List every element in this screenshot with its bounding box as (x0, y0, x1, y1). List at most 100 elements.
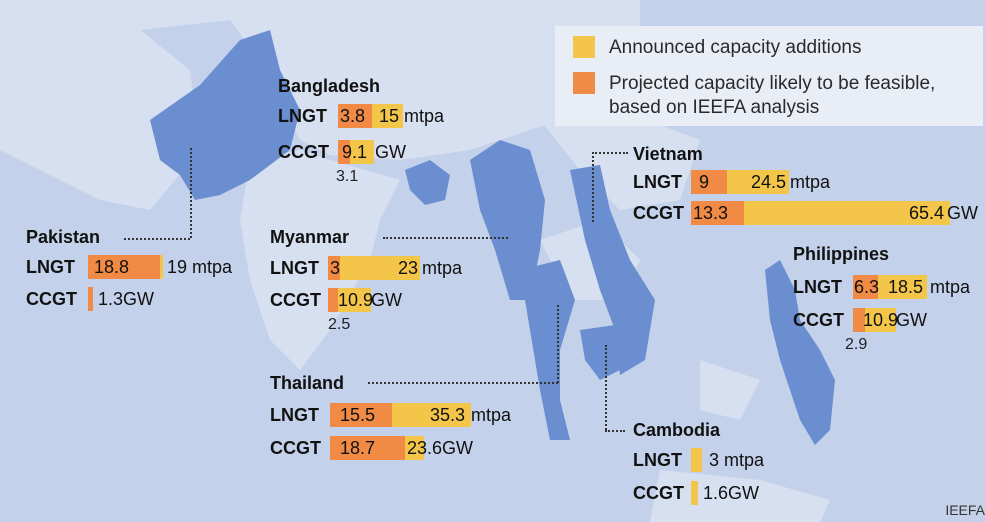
leader-thailand-horizontal (368, 382, 558, 384)
land-north (0, 0, 640, 160)
bangladesh-ccgt-label: CCGT (278, 142, 329, 162)
cambodia-ccgt-announced-bar (691, 481, 698, 505)
myanmar-ccgt-projected-bar (328, 288, 338, 312)
myanmar-lngt-announced-bar (328, 256, 420, 280)
thailand-ccgt-projected-value: 18.7 (340, 438, 376, 458)
bangladesh-ccgt-projected-bar (338, 140, 350, 164)
land-myanmar (470, 140, 545, 300)
country-name-bangladesh: Bangladesh (278, 76, 381, 96)
pakistan-lngt-label: LNGT (26, 257, 75, 277)
land-cambodia (580, 325, 620, 380)
pakistan-lngt-projected-value: 18.8 (94, 257, 130, 277)
land-thailand (520, 260, 575, 440)
bangladesh-lngt-label: LNGT (278, 106, 327, 126)
pakistan-lngt-announced-value: 19 mtpa (167, 257, 233, 277)
cambodia-ccgt-announced-value: 1.6GW (703, 483, 760, 503)
bangladesh-ccgt-unit: GW (375, 142, 406, 162)
vietnam-lngt-projected-value: 9 (699, 172, 710, 192)
philippines-ccgt-label: CCGT (793, 310, 844, 330)
myanmar-lngt-projected-bar (328, 256, 340, 280)
legend-swatch-projected (573, 72, 595, 94)
myanmar-lngt-unit: mtpa (422, 258, 463, 278)
source-credit: IEEFA (945, 502, 985, 518)
country-name-philippines: Philippines (793, 244, 890, 264)
philippines-ccgt-announced-value: 10.9 (863, 310, 899, 330)
philippines-lngt-label: LNGT (793, 277, 842, 297)
country-name-cambodia: Cambodia (633, 420, 721, 440)
land-china-south (540, 110, 700, 210)
philippines-ccgt-unit: GW (896, 310, 927, 330)
thailand-lngt-label: LNGT (270, 405, 319, 425)
myanmar-ccgt-label: CCGT (270, 290, 321, 310)
legend-item-projected: Projected capacity likely to be feasible… (573, 72, 979, 120)
legend: Announced capacity additions Projected c… (555, 26, 983, 126)
land-philippines (765, 260, 835, 445)
cambodia-lngt-announced-value: 3 mtpa (709, 450, 765, 470)
myanmar-lngt-projected-value: 3 (330, 258, 341, 278)
land-borneo (700, 360, 760, 420)
country-name-pakistan: Pakistan (26, 227, 101, 247)
legend-item-announced: Announced capacity additions (573, 36, 979, 60)
thailand-ccgt-unit: 6GW (432, 438, 474, 458)
myanmar-lngt-announced-value: 23 (398, 258, 419, 278)
cambodia-ccgt-label: CCGT (633, 483, 684, 503)
philippines-ccgt-projected-bar (853, 308, 865, 332)
thailand-lngt-unit: mtpa (471, 405, 512, 425)
legend-label-announced: Announced capacity additions (609, 37, 862, 58)
pakistan-ccgt-announced-value: 1.3GW (98, 289, 155, 309)
legend-label-projected: Projected capacity likely to be feasible… (609, 73, 936, 118)
thailand-ccgt-label: CCGT (270, 438, 321, 458)
pakistan-lngt-projected-bar (88, 255, 160, 279)
land-bangladesh (405, 160, 450, 205)
thailand-lngt-projected-bar (330, 403, 392, 427)
philippines-lngt-announced-value: 18.5 (888, 277, 924, 297)
country-name-vietnam: Vietnam (633, 144, 703, 164)
country-name-thailand: Thailand (270, 373, 345, 393)
thailand-lngt-announced-value: 35.3 (430, 405, 466, 425)
philippines-lngt-unit: mtpa (930, 277, 971, 297)
philippines-lngt-projected-value: 6.3 (854, 277, 880, 297)
bangladesh-lngt-projected-bar (338, 104, 372, 128)
land-west (0, 20, 200, 210)
vietnam-lngt-label: LNGT (633, 172, 682, 192)
thailand-ccgt-projected-bar (330, 436, 405, 460)
pakistan-ccgt-announced-bar (88, 287, 93, 311)
bangladesh-ccgt-projected-value: 3.1 (336, 168, 359, 185)
vietnam-lngt-announced-value: 24.5 (751, 172, 787, 192)
cambodia-lngt-label: LNGT (633, 450, 682, 470)
cambodia-lngt-announced-bar (691, 448, 702, 472)
vietnam-ccgt-unit: GW (947, 203, 978, 223)
vietnam-lngt-projected-bar (691, 170, 727, 194)
leader-cambodia-vertical (605, 345, 607, 430)
bangladesh-lngt-announced-value: 15 (379, 106, 400, 126)
myanmar-lngt-label: LNGT (270, 258, 319, 278)
leader-pakistan-vertical (190, 148, 192, 238)
legend-swatch-announced (573, 36, 595, 58)
thailand-ccgt-announced-value: 23. (407, 438, 433, 458)
myanmar-ccgt-unit: GW (371, 290, 402, 310)
land-india (240, 150, 400, 370)
myanmar-ccgt-announced-value: 10.9 (338, 290, 374, 310)
leader-cambodia-horizontal (605, 430, 625, 432)
leader-thailand-vertical (557, 305, 559, 383)
vietnam-ccgt-announced-value: 65.4 (909, 203, 945, 223)
vietnam-ccgt-projected-bar (691, 201, 744, 225)
vietnam-ccgt-projected-value: 13.3 (693, 203, 729, 223)
land-vietnam (570, 165, 655, 375)
vietnam-ccgt-label: CCGT (633, 203, 684, 223)
myanmar-ccgt-projected-value: 2.5 (328, 316, 351, 333)
land-pakistan (150, 30, 300, 200)
leader-vietnam-horizontal (592, 152, 628, 154)
country-name-myanmar: Myanmar (270, 227, 350, 247)
bangladesh-lngt-projected-value: 3.8 (340, 106, 366, 126)
vietnam-lngt-unit: mtpa (790, 172, 831, 192)
leader-vietnam-vertical (592, 152, 594, 222)
thailand-lngt-projected-value: 15.5 (340, 405, 376, 425)
bangladesh-lngt-unit: mtpa (404, 106, 445, 126)
pakistan-ccgt-label: CCGT (26, 289, 77, 309)
leader-pakistan-horizontal (124, 238, 190, 240)
bangladesh-ccgt-announced-value: 9.1 (342, 142, 368, 162)
philippines-lngt-projected-bar (853, 275, 878, 299)
philippines-ccgt-projected-value: 2.9 (845, 336, 868, 353)
